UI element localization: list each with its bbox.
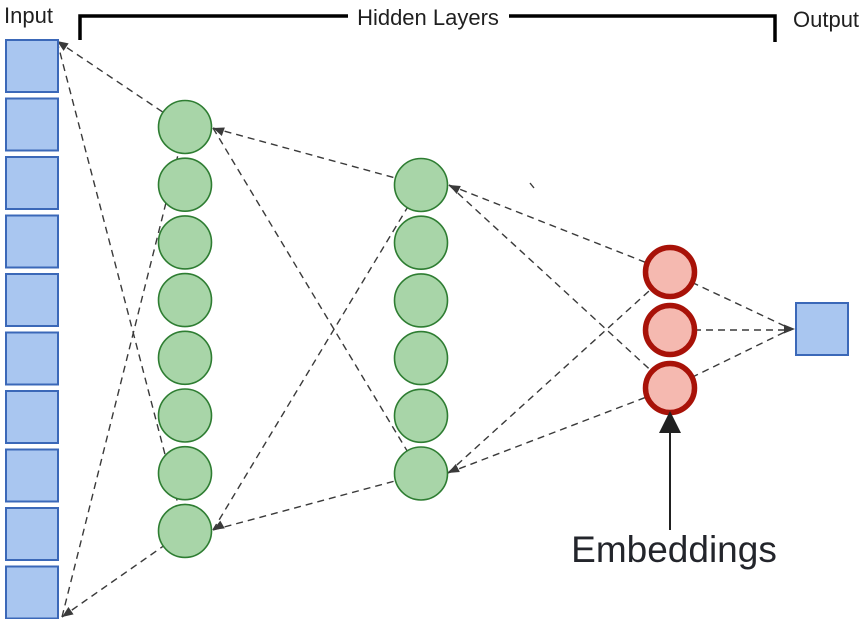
embedding-node xyxy=(642,244,698,300)
input-node xyxy=(5,273,59,327)
hidden2-node xyxy=(393,215,449,270)
input-node xyxy=(5,448,59,503)
embedding-node xyxy=(642,302,698,358)
input-node xyxy=(5,39,59,93)
connection-line xyxy=(212,184,422,531)
connection-lines xyxy=(56,40,792,618)
connection-line xyxy=(56,40,186,532)
input-node xyxy=(5,214,59,269)
hidden1-node xyxy=(157,388,213,443)
stray-mark xyxy=(529,182,535,189)
hidden1-node xyxy=(157,157,213,212)
hidden2-node xyxy=(393,330,449,386)
hidden1-node xyxy=(157,503,213,559)
input-label: Input xyxy=(4,3,53,28)
hidden-layers-label: Hidden Layers xyxy=(357,5,499,30)
connection-line xyxy=(212,473,422,531)
output-node xyxy=(795,302,849,356)
output-label: Output xyxy=(793,7,859,32)
hidden1-node xyxy=(157,445,213,501)
arrowhead xyxy=(62,607,74,617)
hidden2-node xyxy=(393,273,449,328)
hidden2-node xyxy=(393,388,449,444)
embeddings-annotation: Embeddings xyxy=(571,411,777,570)
input-node xyxy=(5,156,59,210)
connection-line xyxy=(56,40,186,128)
embedding-node xyxy=(642,360,698,416)
embeddings-label: Embeddings xyxy=(571,529,777,570)
connection-line xyxy=(669,271,792,330)
input-node xyxy=(5,97,59,152)
arrowhead xyxy=(213,520,225,530)
hidden1-node xyxy=(157,99,213,155)
arrowhead xyxy=(449,185,461,195)
input-node xyxy=(5,507,59,561)
input-node xyxy=(5,565,59,619)
connection-line xyxy=(212,127,422,186)
arrowhead xyxy=(57,41,69,51)
input-node xyxy=(5,390,59,444)
hidden2-node xyxy=(393,157,449,213)
connection-line xyxy=(669,328,792,389)
connection-line xyxy=(61,126,186,618)
connection-line xyxy=(447,271,671,474)
connection-line xyxy=(448,184,671,389)
hidden2-node xyxy=(393,446,449,501)
hidden1-node xyxy=(157,272,213,328)
arrowhead xyxy=(448,463,460,473)
input-node xyxy=(5,331,59,386)
connection-line xyxy=(447,387,671,474)
bracket-right-segment xyxy=(509,14,777,42)
embeddings-arrowhead xyxy=(659,411,681,433)
arrowhead xyxy=(784,324,795,334)
connection-arrowheads xyxy=(57,41,795,617)
bracket-left-segment xyxy=(78,14,348,40)
arrowhead xyxy=(213,127,225,136)
connection-line xyxy=(448,184,671,273)
hidden1-node xyxy=(157,215,213,270)
hidden-layers-bracket: Hidden Layers xyxy=(78,5,777,42)
hidden1-node xyxy=(157,330,213,386)
network-nodes xyxy=(5,39,849,619)
connection-line xyxy=(212,127,422,475)
